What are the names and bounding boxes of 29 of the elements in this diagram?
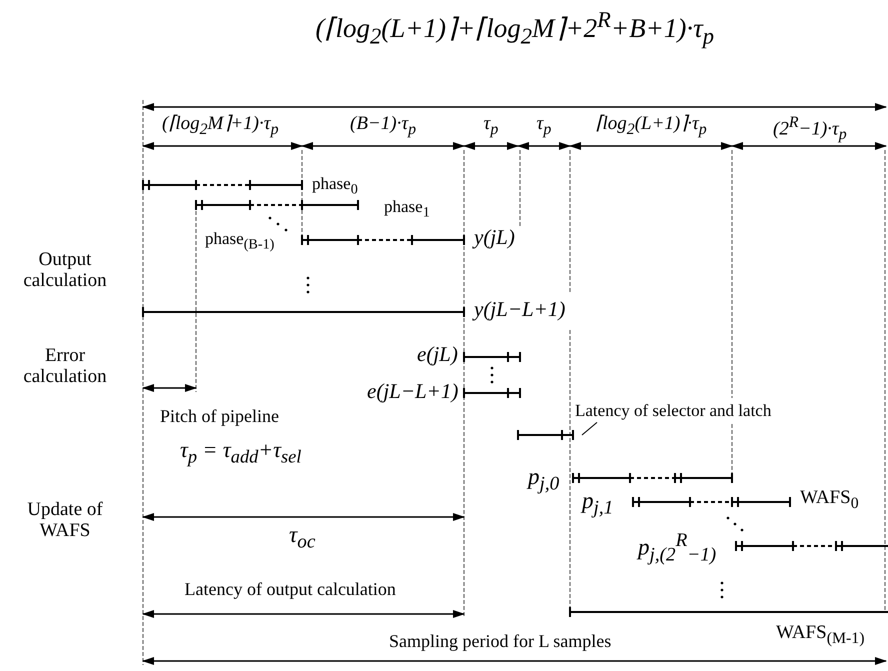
phase-label: phase$_{1}$ (384, 198, 430, 221)
formula-label: τ$_{p}$ (536, 114, 552, 138)
signal-label: p$_{j,1}$ (582, 488, 614, 519)
annotation-text: Latency of selector and latch (575, 402, 772, 421)
signal-label: y(jL) (474, 226, 515, 250)
row-label: Error calculation (22, 346, 108, 388)
formula-label: τ$_{oc}$ (289, 522, 316, 553)
signal-label: e(jL−L+1) (367, 380, 458, 404)
timing-bar (517, 430, 574, 440)
signal-label: p$_{j,0}$ (528, 464, 560, 495)
formula-label: (⌈log$_{2}$(L+1)⌉+⌈log$_{2}$M⌉+2$^{R}$+B+1)·τ$_{p}$ (316, 8, 714, 50)
leader-line (582, 422, 598, 436)
signal-label: y(jL−L+1) (474, 298, 566, 322)
wafs-label: WAFS$_{(M-1)}$ (776, 623, 864, 648)
signal-label: e(jL) (417, 343, 458, 366)
phase-label: phase$_{0}$ (312, 175, 358, 198)
annotation-text: Latency of output calculation (184, 580, 396, 600)
phase-label: phase$_{(B-1)}$ (205, 230, 274, 253)
formula-label: ⌈log$_{2}$(L+1)⌉·τ$_{p}$ (596, 114, 707, 138)
row-label: Output calculation (22, 250, 108, 292)
wafs-label: WAFS$_{0}$ (800, 488, 859, 512)
annotation-text: Sampling period for L samples (389, 632, 612, 652)
annotation-text: Pitch of pipeline (160, 407, 279, 427)
formula-label: (B−1)·τ$_{p}$ (350, 114, 416, 138)
formula-label: τ$_{p}$ (484, 114, 498, 138)
row-label: Update of WAFS (26, 500, 104, 542)
formula-label: τ$_{p}$ = τ$_{add}$+τ$_{sel}$ (180, 438, 302, 467)
formula-label: (2$^{R}$−1)·τ$_{p}$ (773, 114, 847, 144)
formula-label: (⌈log$_{2}$M⌉+1)·τ$_{p}$ (162, 114, 278, 138)
